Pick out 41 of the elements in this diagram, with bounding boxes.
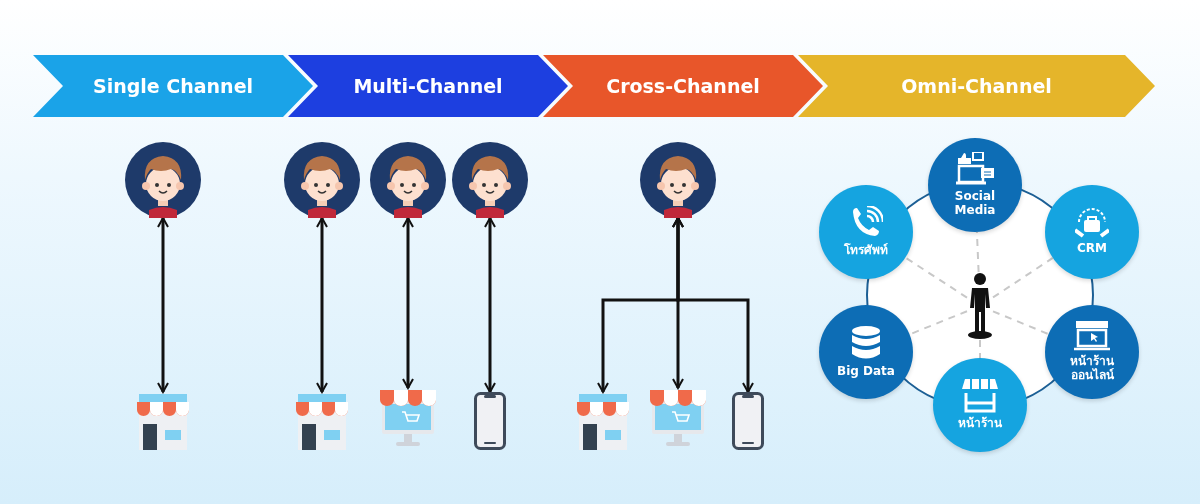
channel-circle	[928, 138, 1022, 232]
stage-title: Multi-Channel	[352, 74, 504, 99]
channel-circle	[1045, 185, 1139, 279]
chevron-banner	[33, 55, 313, 117]
avatar	[284, 142, 360, 218]
store-drawing	[135, 392, 191, 450]
avatar	[370, 142, 446, 218]
channel-label: หน้าร้าน	[958, 417, 1002, 431]
chevron-banner	[798, 55, 1155, 117]
stage-title: Omni-Channel	[900, 74, 1053, 99]
chevron-banner	[288, 55, 568, 117]
smartphone-drawing	[732, 392, 764, 450]
chevron-banner	[543, 55, 823, 117]
stage-title: Cross-Channel	[605, 74, 761, 99]
double-arrow	[402, 217, 414, 389]
stage-title: Single Channel	[91, 74, 255, 99]
double-arrow	[484, 217, 496, 393]
channel-label: Social Media	[953, 190, 997, 218]
channel-circle	[819, 305, 913, 399]
dashed-connector	[979, 339, 981, 359]
store-drawing	[294, 392, 350, 450]
double-arrow	[672, 217, 754, 393]
channel-circle	[1045, 305, 1139, 399]
avatar	[640, 142, 716, 218]
channel-label: หน้าร้านออนไลน์	[1069, 355, 1115, 383]
dashed-connector	[992, 256, 1054, 299]
channel-label: CRM	[1077, 242, 1107, 256]
avatar	[125, 142, 201, 218]
channel-circle	[933, 358, 1027, 452]
person-icon	[967, 272, 993, 340]
double-arrow	[316, 217, 328, 393]
double-arrow	[157, 217, 169, 393]
avatar	[452, 142, 528, 218]
dashed-connector	[904, 256, 968, 299]
store-drawing	[575, 392, 631, 450]
channel-label: โทรศัพท์	[844, 244, 888, 258]
channel-label: Big Data	[837, 365, 895, 379]
smartphone-drawing	[474, 392, 506, 450]
channel-circle	[819, 185, 913, 279]
dashed-connector	[975, 231, 980, 273]
dashed-connector	[992, 310, 1050, 336]
